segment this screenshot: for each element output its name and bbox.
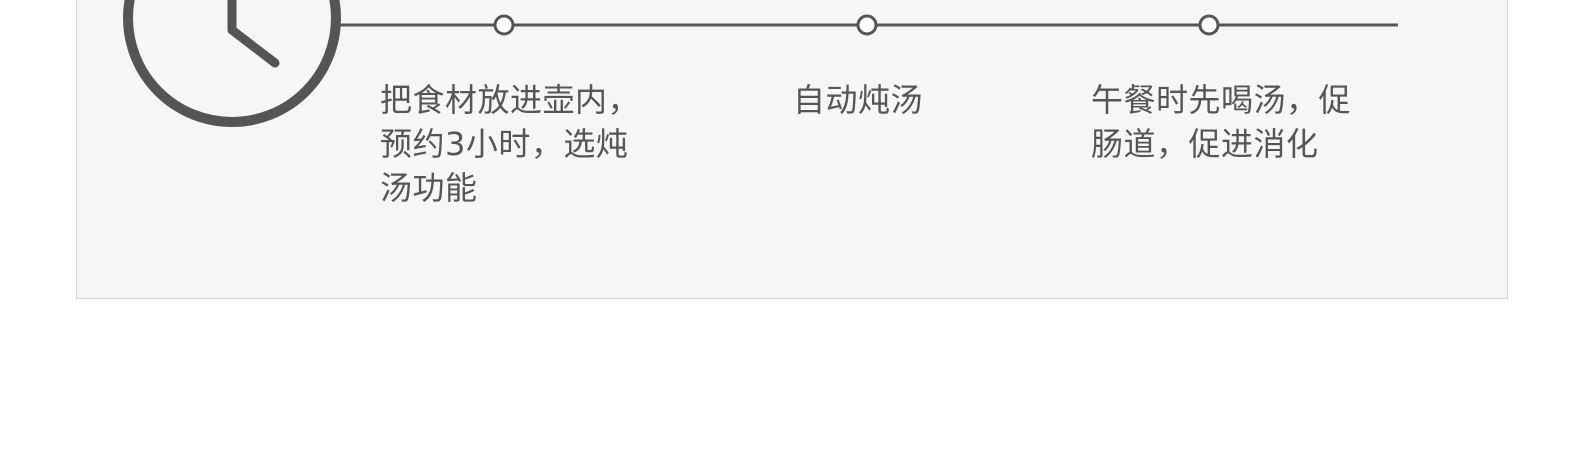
schedule-panel — [76, 0, 1508, 299]
step-text-3: 午餐时先喝汤，促 肠道，促进消化 — [1091, 81, 1352, 163]
step-text-1: 把食材放进壶内， 预约3小时，选炖 汤功能 — [380, 81, 641, 207]
timeline-node-1 — [493, 14, 515, 36]
clock-icon — [123, 0, 341, 127]
timeline-node-3 — [1198, 14, 1220, 36]
step-text-2: 自动炖汤 — [793, 81, 924, 119]
timeline-node-2 — [856, 14, 878, 36]
timeline-graphic — [123, 0, 1398, 127]
